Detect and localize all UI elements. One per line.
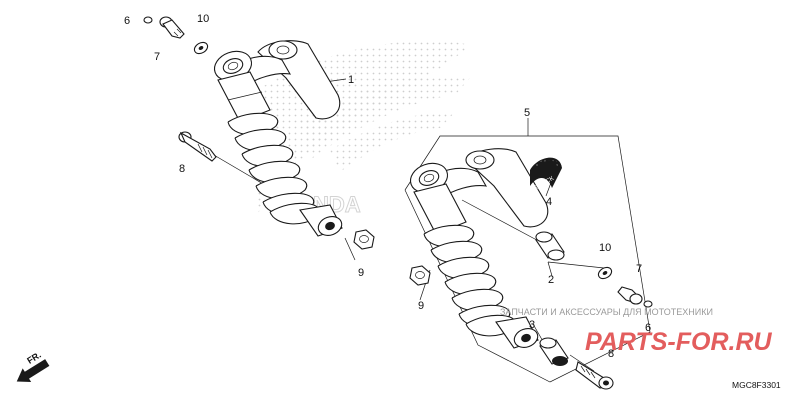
front-arrow-icon <box>16 359 50 382</box>
nut-part-9-right <box>409 265 431 286</box>
callout-1: 1 <box>348 74 354 86</box>
diagram-reference-code: MGC8F3301 <box>732 380 781 390</box>
nut-part-6-upper <box>143 16 153 24</box>
spring-coils-left <box>227 112 321 225</box>
callout-6-lower: 6 <box>645 322 651 334</box>
watermark-caption: ЗАПЧАСТИ И АКСЕССУАРЫ ДЛЯ МОТОТЕХНИКИ <box>500 307 713 317</box>
collar-part-lower <box>539 337 569 366</box>
callout-7-lower: 7 <box>636 263 642 275</box>
callout-6-upper: 6 <box>124 15 130 27</box>
callout-10-lower: 10 <box>599 242 611 254</box>
callout-9-left: 9 <box>358 267 364 279</box>
spring-coils-right <box>423 224 517 337</box>
bolt-part-8-right <box>575 361 614 390</box>
website-watermark: ЗАПЧАСТИ И АКСЕССУАРЫ ДЛЯ МОТОТЕХНИКИ PA… <box>500 307 773 356</box>
collar-part <box>535 231 565 261</box>
callout-8-upper: 8 <box>179 163 185 175</box>
callout-9-right: 9 <box>418 300 424 312</box>
washer-part-10-upper <box>193 41 209 55</box>
callout-4: 4 <box>546 196 552 208</box>
bolt-part-8-left <box>178 131 217 162</box>
callout-5: 5 <box>524 107 530 119</box>
washer-part-10-lower <box>597 266 613 280</box>
watermark-logo: PARTS-FOR.RU <box>585 328 773 356</box>
callout-7-upper: 7 <box>154 51 160 63</box>
rear-shock-absorber-left <box>213 40 343 237</box>
front-direction-indicator: FR. <box>16 350 50 382</box>
nut-part-9-left <box>353 229 375 250</box>
callout-10-upper: 10 <box>197 13 209 25</box>
callout-labels: 1 2 3 4 5 6 6 7 7 8 8 9 9 10 10 <box>124 13 651 360</box>
callout-8-lower: 8 <box>608 348 614 360</box>
stud-part-7-upper <box>159 16 185 39</box>
rear-shock-absorber-right <box>409 148 549 349</box>
callout-2: 2 <box>548 274 554 286</box>
nut-part-6-lower <box>643 300 653 308</box>
stud-part-7-lower <box>617 286 643 305</box>
callout-3: 3 <box>529 319 535 331</box>
assembly-outline <box>404 118 651 383</box>
shock-caution-sticker: SHOCK <box>530 157 562 192</box>
